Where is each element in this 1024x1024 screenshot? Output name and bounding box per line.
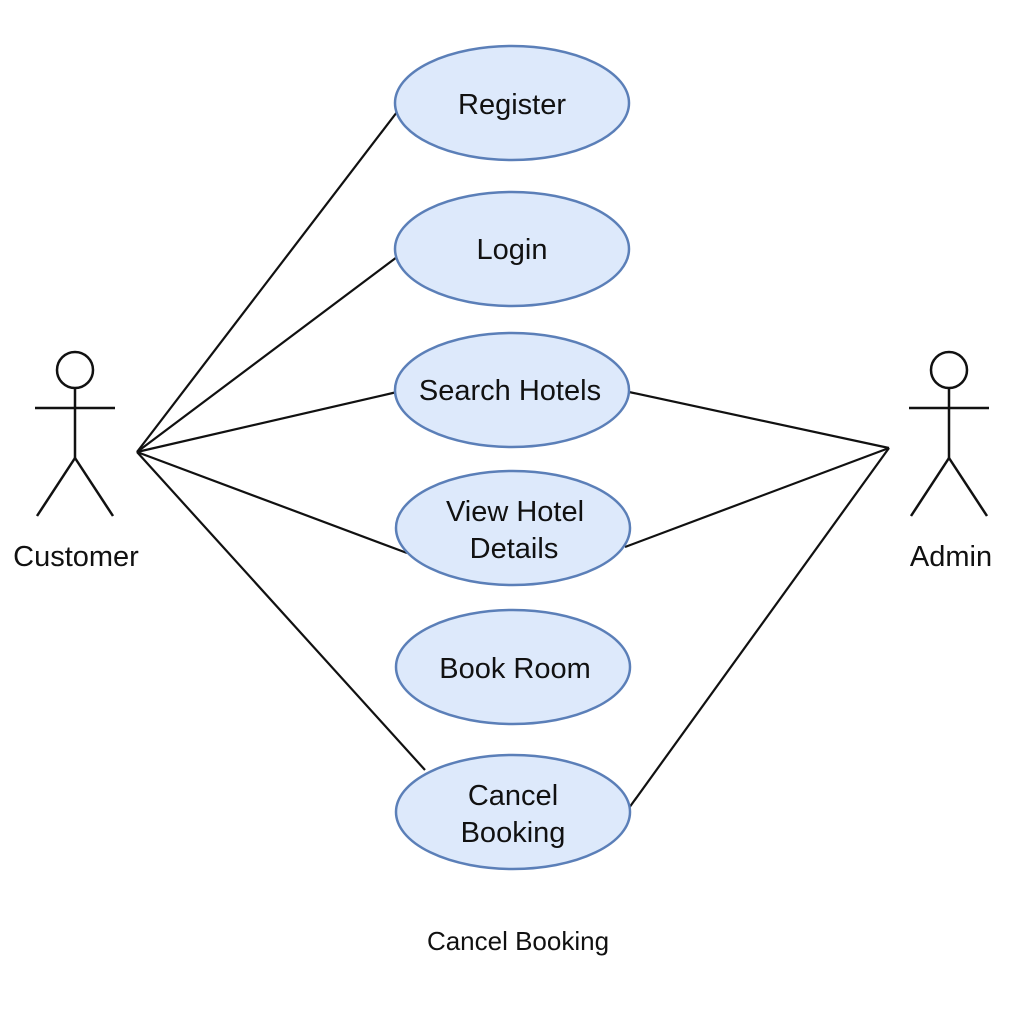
use-case-cancel-booking-label-line1: Cancel bbox=[468, 780, 558, 812]
assoc-admin-search-hotels bbox=[628, 390, 890, 450]
assoc-customer-cancel-booking bbox=[136, 451, 426, 771]
assoc-customer-login bbox=[136, 256, 398, 453]
actor-customer: Customer bbox=[13, 350, 139, 573]
use-case-book-room-label: Book Room bbox=[439, 653, 591, 685]
use-case-search-hotels-label: Search Hotels bbox=[419, 375, 601, 407]
actor-admin-label: Admin bbox=[910, 541, 992, 573]
stick-figure-icon bbox=[909, 350, 989, 517]
use-case-view-hotel-details-label-line1: View Hotel bbox=[446, 496, 584, 528]
use-case-view-hotel-details: View Hotel Details bbox=[394, 469, 632, 587]
assoc-customer-register bbox=[136, 111, 398, 453]
use-case-cancel-booking-label-line2: Booking bbox=[461, 817, 566, 849]
diagram-caption: Cancel Booking bbox=[427, 926, 609, 956]
actor-admin: Admin bbox=[909, 350, 992, 573]
use-case-view-hotel-details-label-line2: Details bbox=[470, 533, 559, 565]
use-case-search-hotels: Search Hotels bbox=[393, 331, 631, 449]
assoc-customer-view-hotel-details bbox=[136, 450, 408, 555]
use-case-login: Login bbox=[393, 190, 631, 308]
actor-customer-label: Customer bbox=[13, 541, 139, 573]
use-case-register: Register bbox=[393, 44, 631, 162]
stick-figure-icon bbox=[35, 350, 115, 517]
assoc-admin-view-hotel-details bbox=[624, 446, 890, 549]
use-case-book-room: Book Room bbox=[394, 608, 632, 726]
use-case-register-label: Register bbox=[458, 89, 566, 121]
assoc-customer-search-hotels bbox=[136, 390, 398, 454]
assoc-admin-cancel-booking bbox=[628, 447, 890, 809]
associations bbox=[136, 111, 890, 809]
use-case-login-label: Login bbox=[477, 234, 548, 266]
use-case-cancel-booking: Cancel Booking bbox=[394, 753, 632, 871]
